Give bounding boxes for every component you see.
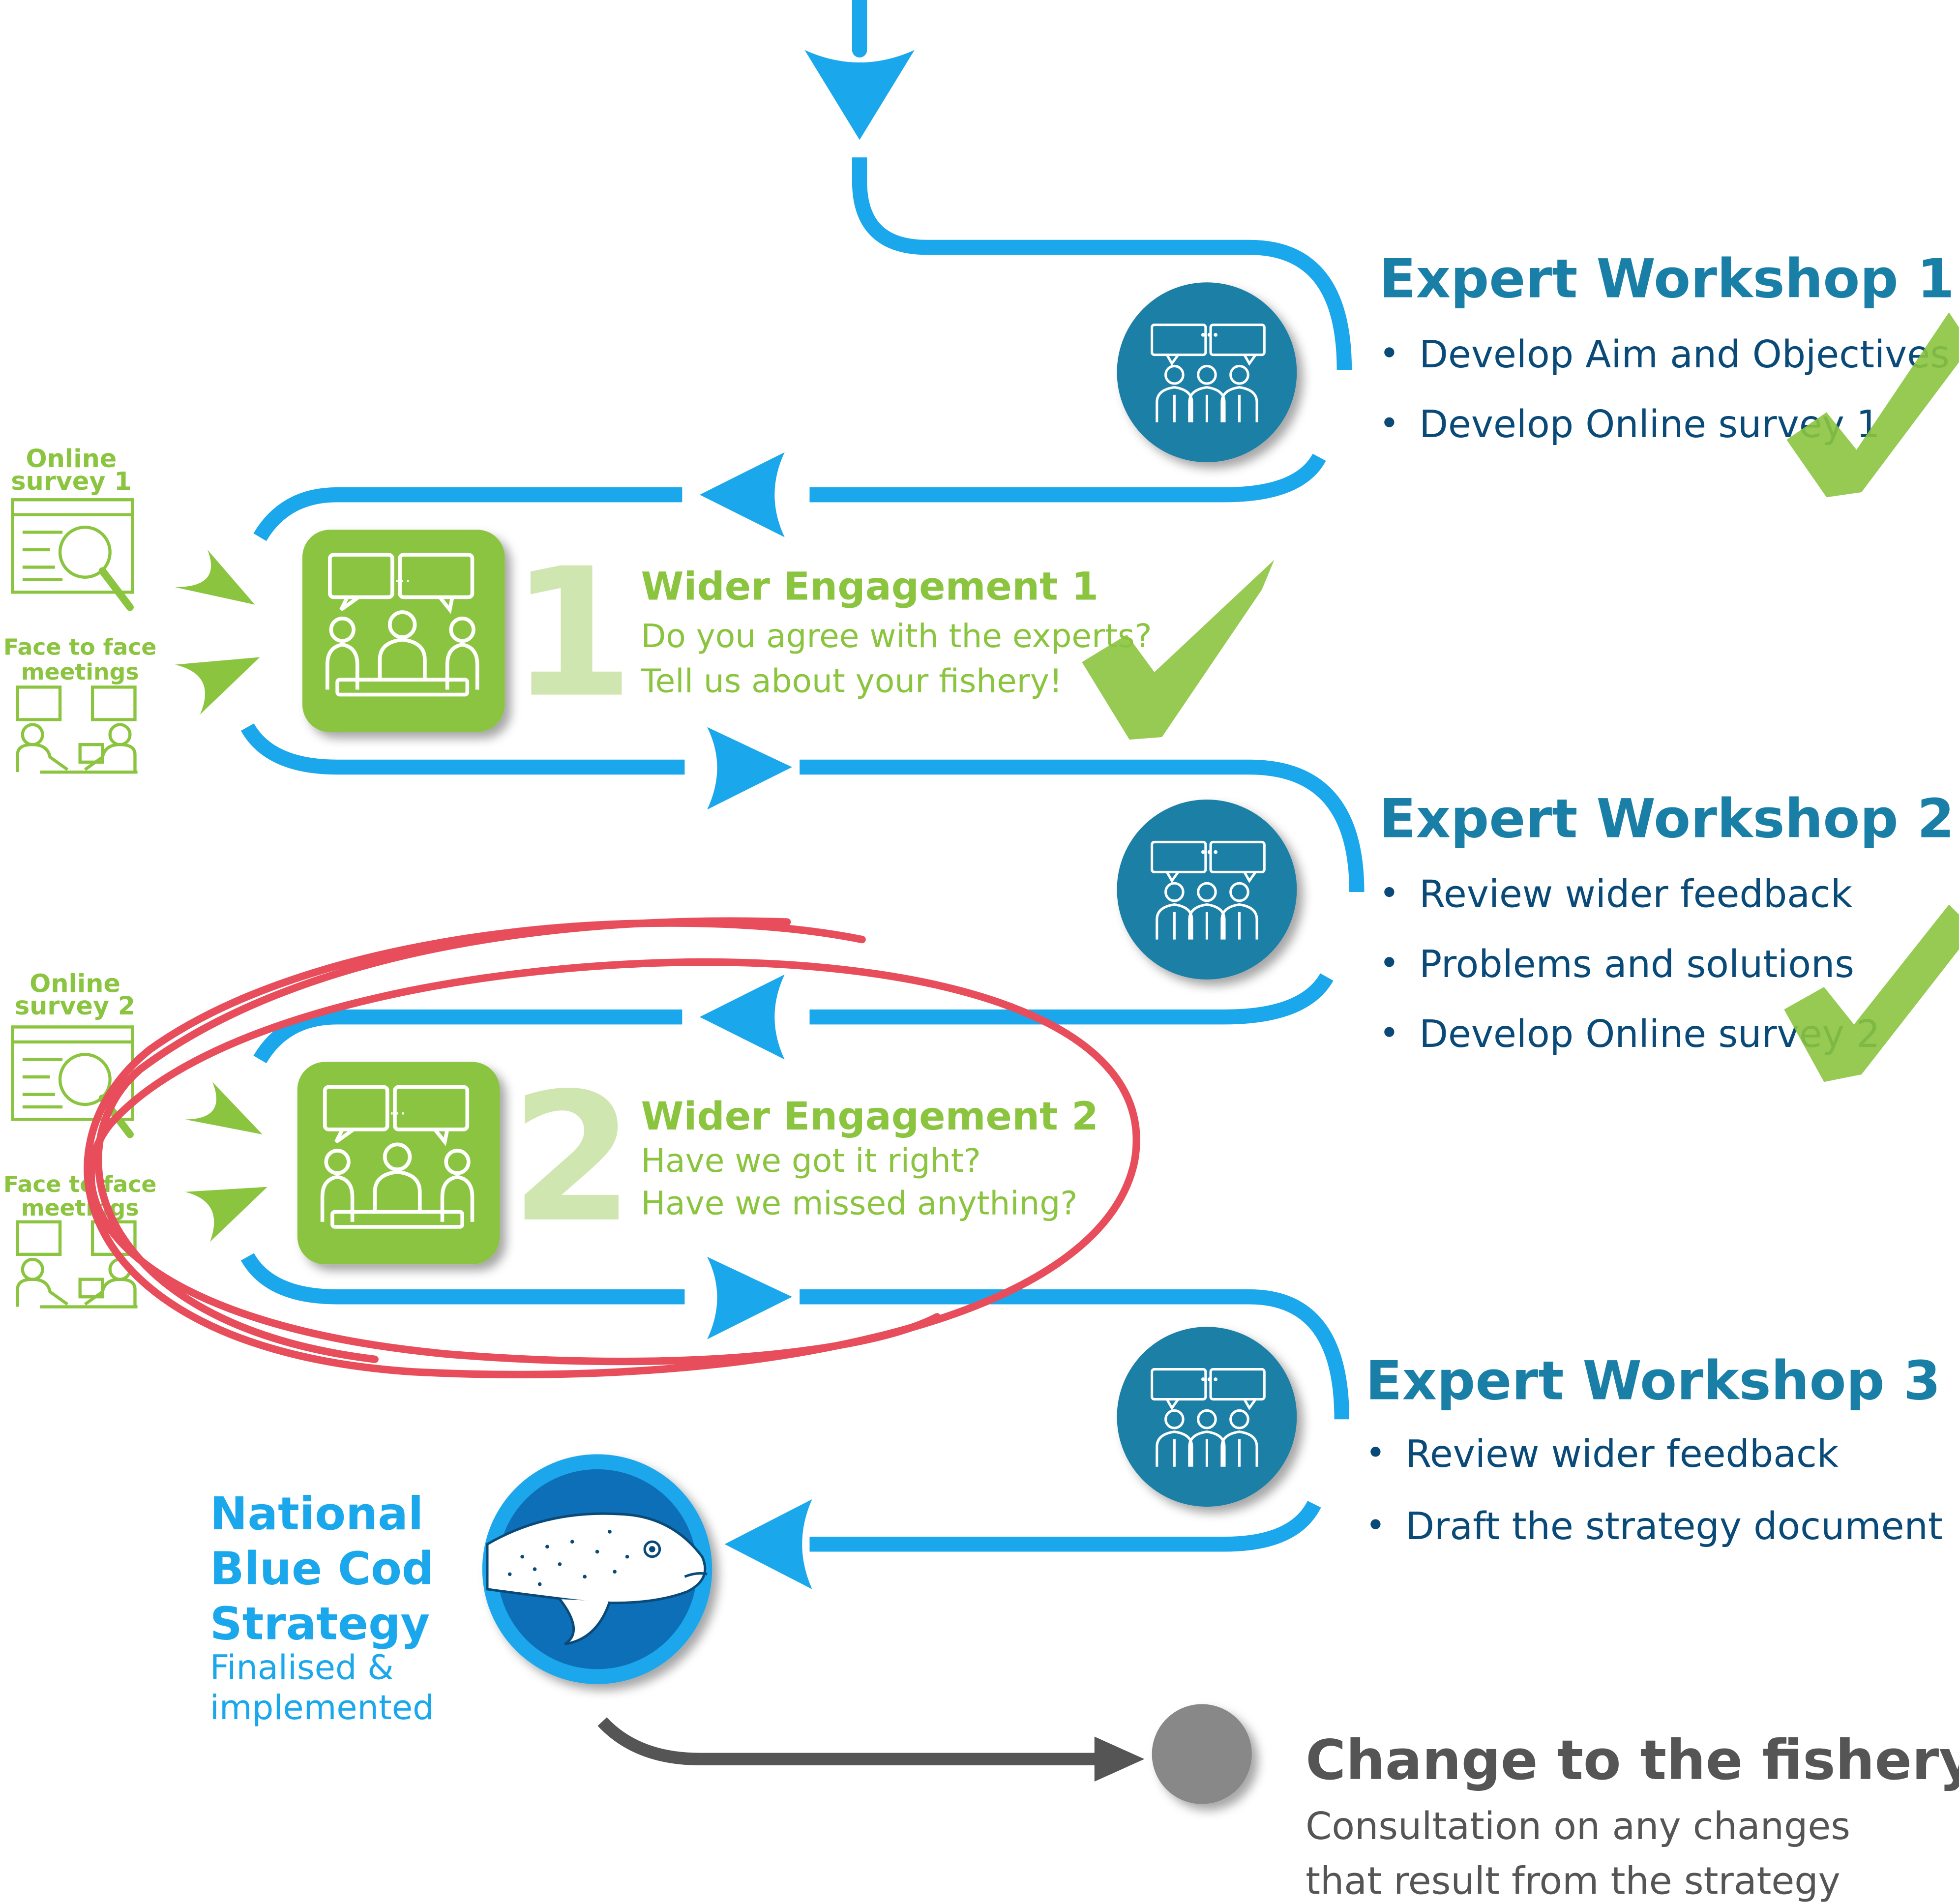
engagement-1-title: Wider Engagement 1 (641, 564, 1098, 609)
bullet-dots (1370, 347, 1395, 1529)
right-arrow-2 (707, 1256, 792, 1339)
flow-line-1 (253, 157, 1352, 541)
workshop-2-bullet-1: Review wider feedback (1382, 872, 1852, 916)
workshop-1-title: Expert Workshop 1 (1379, 248, 1955, 310)
check-mark-icon (1082, 312, 1959, 1082)
engagement-2-line-1: Have we got it right? (641, 1142, 980, 1180)
survey-1-label-line2: survey 1 (11, 467, 131, 496)
workshop-2-title: Expert Workshop 2 (1379, 787, 1955, 850)
strategy-line-3: Strategy (210, 1597, 430, 1650)
engagement-2-icon (297, 1062, 500, 1265)
strategy-line-4: Finalised & (210, 1648, 394, 1688)
left-arrow-1 (699, 452, 785, 537)
workshop-1-bullet-1: Develop Aim and Objectives (1382, 332, 1950, 376)
strategy-line-1: National (210, 1488, 423, 1540)
left-arrow-3 (724, 1499, 812, 1589)
right-arrow-1 (707, 727, 792, 810)
red-highlight-loop (84, 917, 1140, 1378)
meetings-1-label-line1: Face to face (3, 634, 156, 660)
strategy-line-2: Blue Cod (210, 1543, 434, 1595)
left-arrow-2 (699, 974, 785, 1060)
face-to-face-1-icon (18, 687, 138, 772)
change-line-1: Consultation on any changes (1306, 1804, 1850, 1848)
online-survey-1-icon (13, 500, 133, 607)
workshop-2-bullet-2: Problems and solutions (1382, 942, 1854, 986)
change-indicator-circle (1152, 1704, 1252, 1804)
engagement-1-line-2: Tell us about your fishery! (640, 662, 1062, 700)
top-down-arrow (804, 0, 915, 140)
flow-line-3 (240, 1253, 1350, 1552)
survey-2-block: Online survey 2 Face to face meetings (3, 969, 156, 1307)
engagement-1-number: 1 (510, 531, 634, 737)
meetings-1-label-line2: meetings (21, 659, 139, 685)
engagement-1-icon (302, 530, 505, 732)
workshop-3-title: Expert Workshop 3 (1365, 1350, 1941, 1412)
meetings-2-label-line1: Face to face (3, 1171, 156, 1197)
green-input-arrows (175, 549, 267, 1242)
final-arrow (597, 1717, 1145, 1782)
engagement-2-number: 2 (510, 1055, 634, 1262)
change-line-2: that result from the strategy (1306, 1859, 1840, 1903)
survey-2-label-line2: survey 2 (15, 991, 135, 1020)
survey-2-label-line1: Online (30, 969, 120, 998)
workshop-3-bullet-2: Draft the strategy document (1368, 1504, 1943, 1548)
survey-1-label-line1: Online (26, 444, 117, 473)
change-title: Change to the fishery (1306, 1728, 1959, 1792)
survey-1-block: Online survey 1 Face to face meetings (3, 444, 156, 772)
workshop-3-bullet-1: Review wider feedback (1368, 1432, 1839, 1476)
workshop-3-icon (1117, 1327, 1297, 1507)
meetings-2-label-line2: meetings (21, 1195, 139, 1221)
workshop-2-icon (1117, 800, 1297, 980)
flow-line-2 (240, 723, 1365, 1064)
blue-cod-fish-icon (482, 1454, 712, 1684)
engagement-2-line-2: Have we missed anything? (641, 1185, 1077, 1222)
workshop-1-icon (1117, 282, 1297, 463)
engagement-1-line-1: Do you agree with the experts? (641, 617, 1152, 655)
engagement-2-title: Wider Engagement 2 (641, 1094, 1098, 1139)
strategy-line-5: implemented (210, 1688, 434, 1727)
